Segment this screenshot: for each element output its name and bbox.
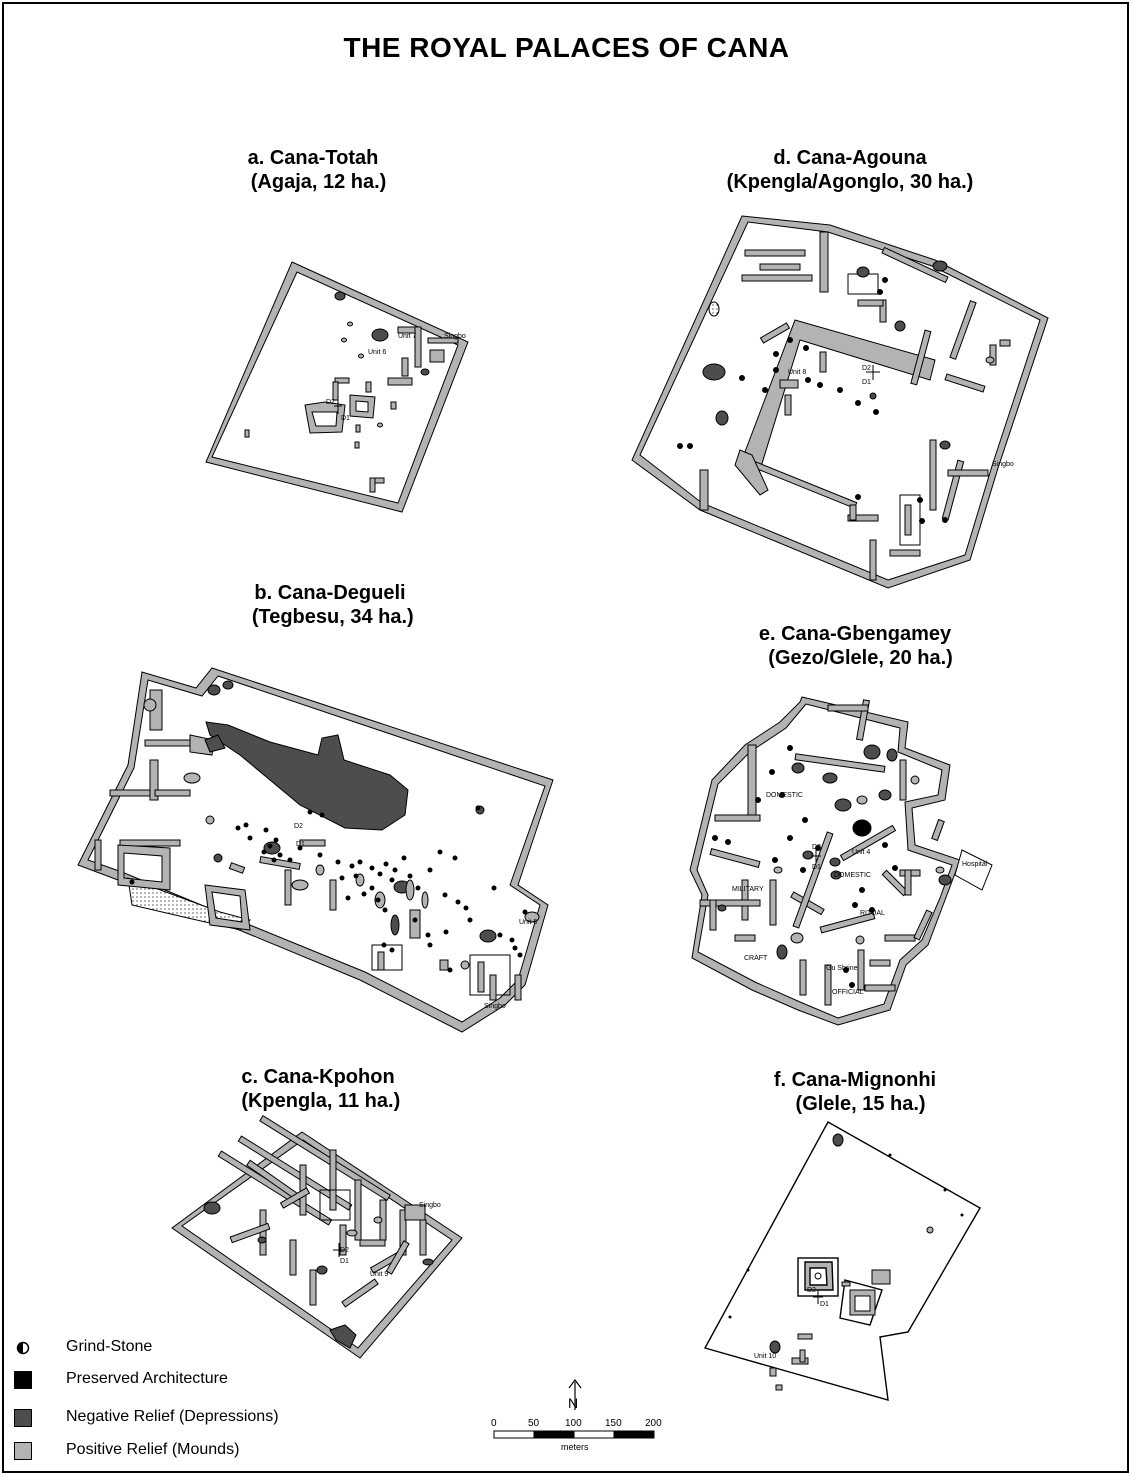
panel-e-name: e. Cana-Gbengamey [758,623,952,645]
label-d1-e: D1 [812,864,821,871]
label-unit7: Unit 7 [398,333,416,340]
grind-stone-icon [16,1341,30,1355]
panel-d-title: d. Cana-Agouna (Kpengla/Agonglo, 30 ha.) [680,146,1020,194]
preserved-architecture-swatch [14,1371,32,1389]
grind-stones-b [129,805,528,973]
panel-a-title: a. Cana-Totah (Agaja, 12 ha.) [143,146,483,194]
label-gu-shrine: Gu Shrine [826,965,858,972]
label-d2-f: D2 [807,1287,816,1294]
legend-label-grind-stone: Grind-Stone [66,1338,153,1355]
panel-e-title: e. Cana-Gbengamey (Gezo/Glele, 20 ha.) [685,622,1025,670]
panel-f-subtitle: (Glele, 15 ha.) [795,1093,926,1115]
panel-b-title: b. Cana-Degueli (Tegbesu, 34 ha.) [160,581,500,629]
north-arrow: N [568,1379,582,1411]
panel-b-subtitle: (Tegbesu, 34 ha.) [251,606,414,628]
label-singbo-b: Singbo [484,1003,506,1010]
label-ritual: RITUAL [860,910,885,917]
label-unit9: Unit 9 [370,1271,388,1278]
page-title: THE ROYAL PALACES OF CANA [343,32,790,63]
label-d1-a: D1 [341,415,350,422]
label-unit5: Unit 5 [519,919,537,926]
legend-label-preserved: Preserved Architecture [66,1370,228,1387]
scale-tick-50: 50 [528,1418,540,1429]
scale-tick-200: 200 [645,1418,662,1429]
label-craft: CRAFT [744,955,768,962]
legend-label-mounds: Positive Relief (Mounds) [66,1441,240,1458]
panel-d-subtitle: (Kpengla/Agonglo, 30 ha.) [726,171,974,193]
label-d2-a: D2 [326,399,335,406]
legend-item-mounds: Positive Relief (Mounds) [10,1440,340,1464]
plan-c-cana-kpohon: Singbo D2 D1 Unit 9 [171,1115,463,1359]
label-domestic-1: DOMESTIC [766,792,803,799]
plan-f-cana-mignonhi: D2 D1 Unit 10 [703,1121,981,1401]
panel-a-subtitle: (Agaja, 12 ha.) [250,171,387,193]
scale-tick-0: 0 [491,1418,497,1429]
panel-c-title: c. Cana-Kpohon (Kpengla, 11 ha.) [148,1065,488,1113]
panel-e-subtitle: (Gezo/Glele, 20 ha.) [768,647,953,669]
label-d1-d: D1 [862,379,871,386]
label-domestic-2: DOMESTIC [834,872,871,879]
label-unit8: Unit 8 [788,369,806,376]
legend-item-grind-stone: Grind-Stone [10,1337,340,1361]
panel-d-name: d. Cana-Agouna [773,147,927,169]
legend-item-preserved: Preserved Architecture [10,1369,340,1393]
panel-b-name: b. Cana-Degueli [254,582,406,604]
label-military: MILITARY [732,886,764,893]
plan-a-cana-totah: Unit 7 Unit 6 Singbo D2 D1 [205,261,469,513]
label-d2-e: D2 [812,844,821,851]
label-d2-c: D2 [340,1247,349,1254]
label-singbo-d: Singbo [992,461,1014,468]
scale-tick-100: 100 [565,1418,582,1429]
panel-a-name: a. Cana-Totah [247,147,379,169]
label-unit6: Unit 6 [368,349,386,356]
panel-f-title: f. Cana-Mignonhi (Glele, 15 ha.) [685,1068,1025,1116]
label-d2-b: D2 [294,823,303,830]
panel-c-name: c. Cana-Kpohon [241,1066,395,1088]
panel-c-subtitle: (Kpengla, 11 ha.) [241,1090,401,1112]
scale-bar: 0 50 100 150 200 meters [491,1418,662,1452]
plan-d-cana-agouna: Unit 8 D2 D1 Singbo [631,215,1049,589]
panel-f-name: f. Cana-Mignonhi [773,1069,937,1091]
label-unit4: Unit 4 [852,849,870,856]
scale-unit: meters [561,1442,589,1452]
label-official: OFFICIAL [832,989,864,996]
label-singbo-c: Singbo [419,1202,441,1209]
negative-relief-swatch [14,1409,32,1427]
plan-b-cana-degueli: D2 D1 Unit 5 Singbo [77,667,554,1033]
scale-tick-150: 150 [605,1418,622,1429]
label-hospital: Hospital [962,861,988,868]
legend-label-depressions: Negative Relief (Depressions) [66,1408,279,1425]
label-unit10: Unit 10 [754,1353,776,1360]
label-d1-b: D1 [296,841,305,848]
legend-item-depressions: Negative Relief (Depressions) [10,1407,340,1431]
label-d1-f: D1 [820,1301,829,1308]
plan-e-cana-gbengamey: DOMESTIC D2 D1 Unit 4 DOMESTIC MILITARY … [689,696,993,1026]
positive-relief-swatch [14,1442,32,1460]
label-singbo-a: Singbo [444,333,466,340]
north-label: N [568,1395,578,1411]
label-d1-c: D1 [340,1258,349,1265]
label-d2-d: D2 [862,365,871,372]
